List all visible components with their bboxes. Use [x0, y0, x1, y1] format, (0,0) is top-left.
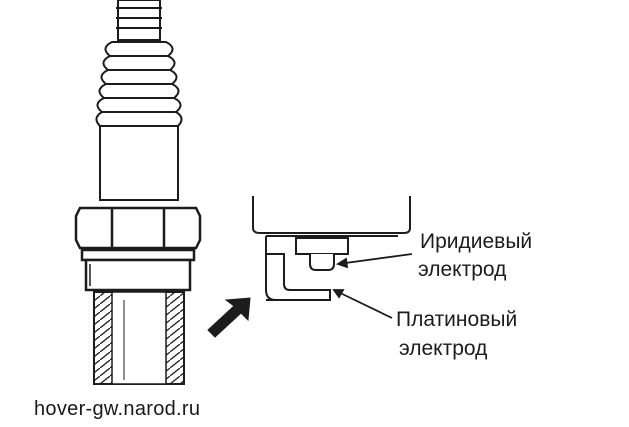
iridium-electrode-label-line1: Иридиевый: [420, 230, 533, 253]
insulator-ribs: [95, 41, 183, 201]
leader-lines: [332, 253, 413, 319]
pointer-arrow: [207, 297, 251, 338]
iridium-electrode-label-line2: электрод: [418, 258, 507, 281]
electrode-detail: [252, 196, 411, 301]
threaded-section: [93, 291, 185, 385]
site-watermark: hover-gw.narod.ru: [34, 398, 201, 420]
platinum-electrode-label-line1: Платиновый: [396, 308, 518, 331]
hex-body: [74, 206, 202, 292]
terminal-nut: [116, 0, 162, 41]
platinum-electrode-label-line2: электрод: [399, 337, 488, 360]
